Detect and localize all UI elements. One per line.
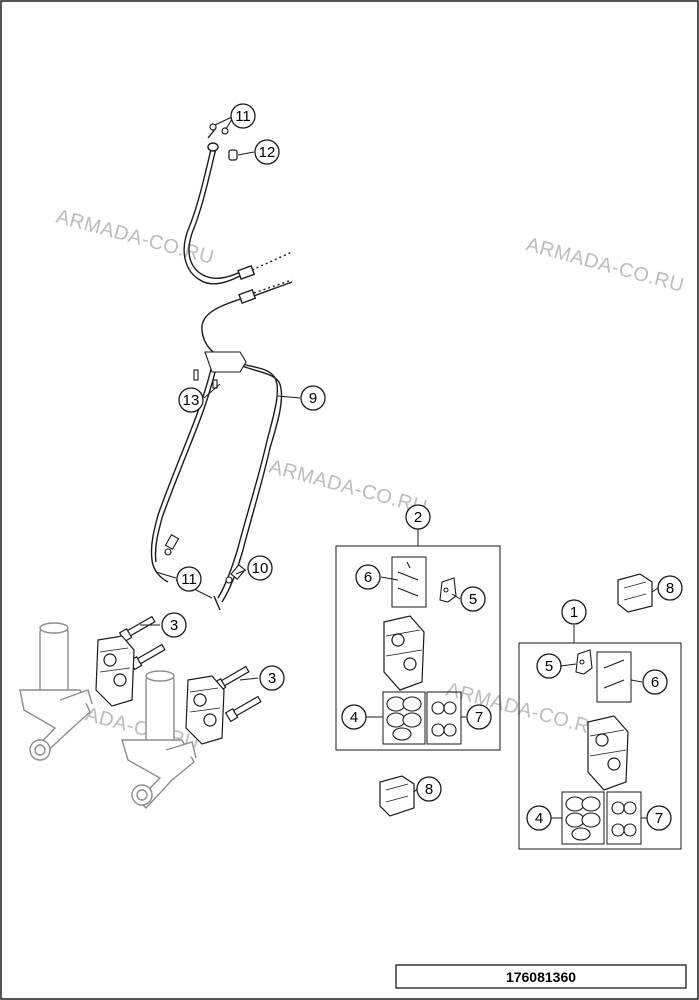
pistons-4b bbox=[565, 796, 601, 841]
spring-5a bbox=[439, 577, 457, 603]
svg-text:13: 13 bbox=[183, 392, 200, 409]
svg-text:8: 8 bbox=[425, 781, 433, 798]
callout-4-box1: 4 bbox=[526, 805, 552, 831]
spring-5b bbox=[575, 649, 593, 675]
svg-text:6: 6 bbox=[364, 569, 372, 586]
svg-text:1: 1 bbox=[570, 604, 578, 621]
brake-pad-top bbox=[617, 573, 653, 613]
banjo-bolt-left bbox=[164, 534, 180, 556]
callout-5-box2: 5 bbox=[460, 586, 486, 612]
svg-text:6: 6 bbox=[651, 674, 659, 691]
caliper-2 bbox=[383, 615, 425, 691]
watermark: ARMADA-CO.RU bbox=[54, 206, 217, 269]
watermark: ARMADA-CO.RU bbox=[524, 234, 687, 297]
callout-1: 1 bbox=[561, 599, 587, 625]
banjo-washers-top bbox=[209, 123, 238, 161]
watermark: ARMADA-CO.RU bbox=[444, 679, 607, 742]
caliper-1 bbox=[587, 715, 629, 791]
seals-7b bbox=[611, 801, 637, 837]
callout-4-box2: 4 bbox=[341, 704, 367, 730]
drawing-number-box: 176081360 bbox=[395, 964, 687, 989]
svg-text:7: 7 bbox=[655, 810, 663, 827]
kit-box-2 bbox=[335, 528, 501, 751]
svg-text:10: 10 bbox=[252, 560, 269, 577]
svg-text:11: 11 bbox=[181, 571, 197, 588]
callout-3-lower: 3 bbox=[259, 665, 285, 691]
drawing-number: 176081360 bbox=[506, 969, 576, 985]
svg-text:9: 9 bbox=[309, 390, 317, 407]
callouts: 11 12 9 13 11 10 3 3 2 6 5 4 7 8 8 1 5 6… bbox=[161, 103, 683, 831]
brake-pad-bottom bbox=[379, 775, 415, 817]
fork-leg-right bbox=[121, 670, 197, 810]
callout-11-top: 11 bbox=[230, 103, 256, 129]
svg-text:12: 12 bbox=[259, 144, 276, 161]
callout-7-box1: 7 bbox=[646, 805, 672, 831]
leader-lines bbox=[140, 116, 659, 819]
callout-10: 10 bbox=[247, 555, 273, 581]
banjo-bolt-10 bbox=[225, 564, 246, 584]
callout-12: 12 bbox=[254, 139, 280, 165]
svg-text:4: 4 bbox=[350, 709, 358, 726]
svg-text:4: 4 bbox=[535, 810, 543, 827]
pins-6b bbox=[603, 659, 625, 689]
brake-caliper-right bbox=[185, 675, 225, 745]
callout-6-box1: 6 bbox=[642, 669, 668, 695]
callout-11-bottom: 11 bbox=[176, 566, 202, 592]
pistons-4a bbox=[386, 696, 422, 741]
svg-text:2: 2 bbox=[414, 509, 422, 526]
pins-6a bbox=[397, 561, 419, 597]
svg-text:3: 3 bbox=[170, 617, 178, 634]
mount-bolts bbox=[118, 615, 262, 723]
seals-7a bbox=[431, 701, 457, 737]
svg-text:5: 5 bbox=[469, 591, 477, 608]
callout-5-box1: 5 bbox=[536, 653, 562, 679]
svg-text:11: 11 bbox=[235, 108, 251, 125]
callout-6-box2: 6 bbox=[355, 564, 381, 590]
svg-text:7: 7 bbox=[475, 709, 483, 726]
callout-8-bottom: 8 bbox=[416, 776, 442, 802]
callout-2: 2 bbox=[405, 504, 431, 530]
callout-9: 9 bbox=[300, 385, 326, 411]
svg-text:8: 8 bbox=[666, 580, 674, 597]
brake-caliper-left bbox=[95, 635, 135, 707]
brake-line-9 bbox=[150, 279, 293, 611]
svg-text:5: 5 bbox=[545, 658, 553, 675]
watermark: ARMADA-CO.RU bbox=[267, 456, 430, 519]
callout-3-upper: 3 bbox=[161, 612, 187, 638]
watermarks: ARMADA-CO.RU ARMADA-CO.RU ARMADA-CO.RU A… bbox=[39, 206, 687, 755]
callout-7-box2: 7 bbox=[466, 704, 492, 730]
fork-leg-left bbox=[19, 622, 93, 761]
callout-8-top: 8 bbox=[657, 575, 683, 601]
callout-13: 13 bbox=[178, 387, 204, 413]
svg-text:3: 3 bbox=[268, 670, 276, 687]
